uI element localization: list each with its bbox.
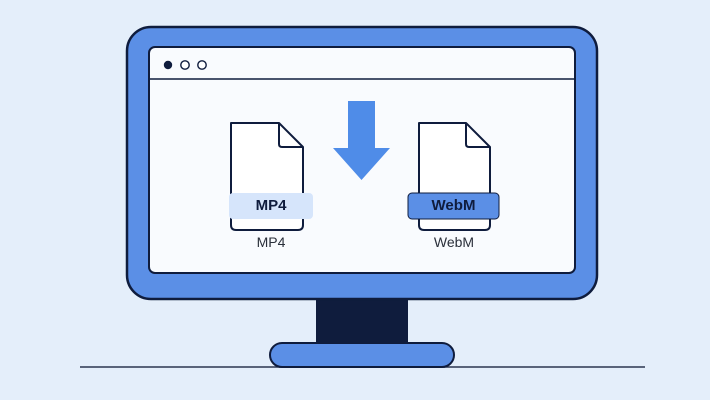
monitor-stand-base [269,342,455,368]
target-file-fold [465,123,490,148]
monitor-stand-neck [316,298,408,350]
source-badge-label: MP4 [255,197,287,214]
arrow-down-icon [333,101,390,180]
source-format-badge [229,193,313,219]
window-dot-empty [180,60,190,70]
target-format-badge [407,192,500,220]
window-dot-filled [163,60,173,70]
source-format-caption: MP4 [256,234,286,250]
target-badge-label: WebM [431,197,476,214]
window-dot-empty [197,60,207,70]
source-file-fold [278,123,303,148]
target-format-caption: WebM [433,234,475,250]
